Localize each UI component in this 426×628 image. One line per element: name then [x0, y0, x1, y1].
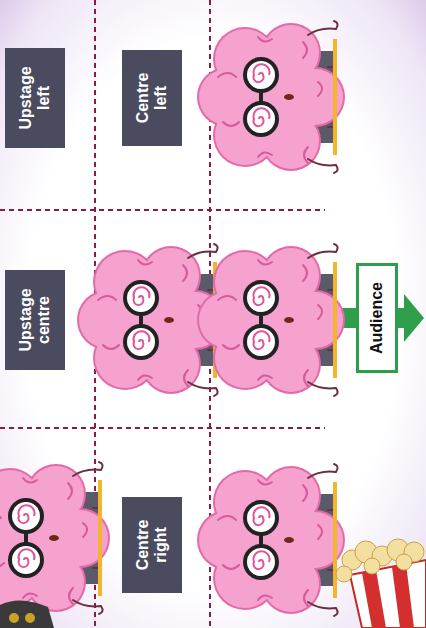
area-name: Centre left	[134, 59, 171, 137]
stage-area-label: Upstage left	[5, 48, 65, 148]
stage-area-label: Centre left	[122, 50, 182, 146]
corner-device	[0, 600, 54, 628]
stage-area-label: Centre right	[122, 497, 182, 593]
area-name: Centre right	[134, 506, 171, 584]
stage-area-label: Upstage centre	[5, 270, 65, 370]
area-name: Upstage left	[17, 59, 54, 137]
audience-box: Audience	[356, 263, 398, 373]
popcorn	[336, 539, 426, 628]
area-name: Audience	[368, 282, 386, 354]
area-name: Upstage centre	[17, 281, 54, 359]
